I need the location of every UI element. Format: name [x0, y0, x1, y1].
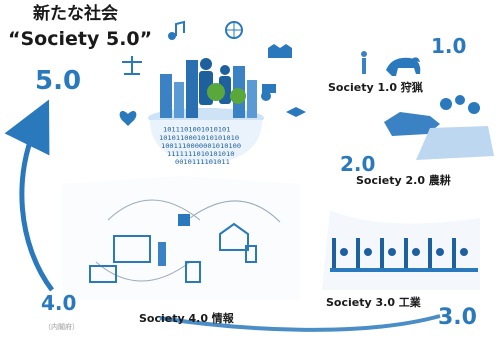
- society-2-illustration: [384, 95, 494, 160]
- cycle-arc-3-to-4: [159, 314, 441, 332]
- stage-2-label: Society 2.0 農耕: [356, 174, 451, 187]
- title-line-1: 新たな社会: [33, 4, 118, 24]
- globe-icon: [225, 21, 243, 39]
- source-credit: （内閣府）: [44, 323, 79, 331]
- cycle-arrow-4-to-5: [4, 99, 54, 292]
- music-note-icon: [168, 20, 185, 40]
- binary-line: 1011101001010101: [163, 126, 231, 134]
- binary-code-block: 1011101001010101 1010110001010101010 100…: [159, 126, 242, 167]
- graduation-cap-icon: [286, 107, 306, 117]
- binary-line: 0010111101011: [175, 158, 230, 166]
- stage-5-number: 5.0: [35, 66, 82, 96]
- stage-3-number: 3.0: [438, 305, 477, 330]
- society-5-illustration: [148, 58, 264, 164]
- factory-icon: [268, 44, 292, 58]
- heart-icon: [119, 111, 137, 126]
- stage-2-number: 2.0: [340, 152, 376, 176]
- tractor-icon: [261, 84, 276, 101]
- society-4-illustration: [62, 176, 300, 300]
- stage-3-label: Society 3.0 工業: [326, 296, 421, 309]
- title-line-2: “Society 5.0”: [8, 28, 153, 50]
- stage-4-label: Society 4.0 情報: [139, 312, 234, 325]
- society-1-illustration: [361, 51, 421, 76]
- balance-scale-icon: [122, 56, 142, 75]
- binary-line: 1111111010101010: [167, 150, 235, 158]
- stage-1-label: Society 1.0 狩猟: [328, 81, 423, 94]
- stage-1-number: 1.0: [431, 34, 467, 58]
- society-3-illustration: [322, 210, 480, 290]
- stage-4-number: 4.0: [41, 291, 77, 315]
- binary-line: 1010110001010101010: [159, 134, 240, 142]
- binary-line: 1001110000001010100: [161, 142, 242, 150]
